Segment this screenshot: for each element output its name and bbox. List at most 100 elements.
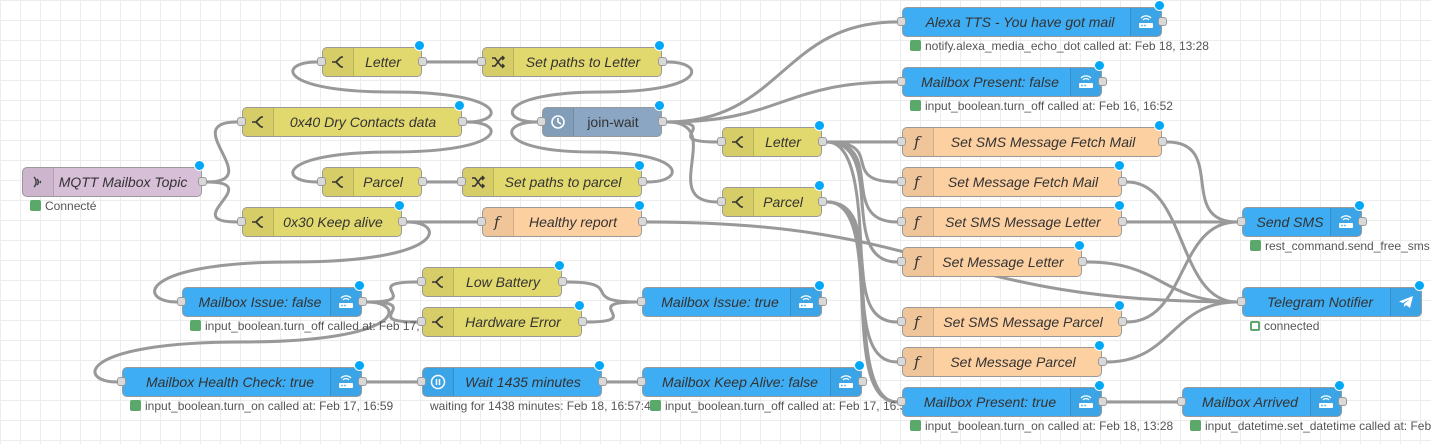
output-port[interactable] xyxy=(818,197,827,206)
output-port[interactable] xyxy=(1098,77,1107,86)
wire-fnMsgParcel-telegram[interactable] xyxy=(1106,300,1238,364)
node-telegram[interactable]: Telegram Notifier xyxy=(1237,280,1425,317)
input-port[interactable] xyxy=(317,177,326,186)
output-port[interactable] xyxy=(1078,257,1087,266)
input-port[interactable] xyxy=(897,257,906,266)
node-wait[interactable]: Wait 1435 minutes xyxy=(417,360,607,397)
input-port[interactable] xyxy=(1177,397,1186,406)
output-port[interactable] xyxy=(1098,357,1107,366)
input-port[interactable] xyxy=(717,137,726,146)
wire-issueFalse-lowBat[interactable] xyxy=(366,280,418,304)
output-port[interactable] xyxy=(638,217,647,226)
output-port[interactable] xyxy=(1098,397,1107,406)
wire-hwErr-issueTrue[interactable] xyxy=(586,300,638,324)
wire-fnMsgLetter-telegram[interactable] xyxy=(1086,260,1238,304)
input-port[interactable] xyxy=(177,297,186,306)
wire-issueFalse-hwErr[interactable] xyxy=(366,300,418,324)
output-port[interactable] xyxy=(198,177,207,186)
wire-join-alexa[interactable] xyxy=(666,20,898,124)
output-port[interactable] xyxy=(818,297,827,306)
wire-sw30-issueFalse[interactable] xyxy=(153,220,431,304)
node-keepAlive[interactable]: Mailbox Keep Alive: false xyxy=(637,360,867,397)
node-letter1[interactable]: Letter xyxy=(317,40,427,77)
node-healthCheck[interactable]: Mailbox Health Check: true xyxy=(117,360,367,397)
input-port[interactable] xyxy=(457,177,466,186)
output-port[interactable] xyxy=(418,57,427,66)
wire-mqtt-sw40[interactable] xyxy=(206,120,238,184)
node-arrived[interactable]: Mailbox Arrived xyxy=(1177,380,1347,417)
output-port[interactable] xyxy=(858,377,867,386)
node-presentTrue[interactable]: Mailbox Present: true xyxy=(897,380,1107,417)
output-port[interactable] xyxy=(1118,217,1127,226)
output-port[interactable] xyxy=(1158,137,1167,146)
input-port[interactable] xyxy=(897,357,906,366)
output-port[interactable] xyxy=(1358,217,1367,226)
output-port[interactable] xyxy=(558,277,567,286)
node-issueFalse[interactable]: Mailbox Issue: false xyxy=(177,280,367,317)
input-port[interactable] xyxy=(237,217,246,226)
input-port[interactable] xyxy=(897,217,906,226)
input-port[interactable] xyxy=(637,297,646,306)
wire-join-presentFalse[interactable] xyxy=(666,80,898,124)
node-lowBat[interactable]: Low Battery xyxy=(417,260,567,297)
wire-letter2-fnMsgLetter[interactable] xyxy=(826,140,898,264)
input-port[interactable] xyxy=(897,177,906,186)
wire-setLetter-join[interactable] xyxy=(510,60,694,124)
node-sw40[interactable]: 0x40 Dry Contacts data xyxy=(237,100,467,137)
wire-sw40-parcel1[interactable] xyxy=(291,120,493,184)
wire-join-parcel2[interactable] xyxy=(666,120,718,204)
output-port[interactable] xyxy=(358,297,367,306)
node-hwErr[interactable]: Hardware Error xyxy=(417,300,587,337)
wire-lowBat-issueTrue[interactable] xyxy=(566,280,638,304)
node-join[interactable]: join-wait xyxy=(537,100,667,137)
wire-parcel2-presentTrue[interactable] xyxy=(826,200,898,404)
output-port[interactable] xyxy=(418,177,427,186)
input-port[interactable] xyxy=(417,277,426,286)
node-sendSms[interactable]: Send SMS xyxy=(1237,200,1367,237)
wire-sw40-letter1[interactable] xyxy=(291,60,493,124)
node-letter2[interactable]: Letter xyxy=(717,120,827,157)
output-port[interactable] xyxy=(658,57,667,66)
input-port[interactable] xyxy=(237,117,246,126)
input-port[interactable] xyxy=(477,57,486,66)
output-port[interactable] xyxy=(1118,177,1127,186)
output-port[interactable] xyxy=(638,177,647,186)
node-alexa[interactable]: Alexa TTS - You have got mail xyxy=(897,0,1167,37)
output-port[interactable] xyxy=(1158,17,1167,26)
wire-setParcel-join[interactable] xyxy=(510,120,674,184)
output-port[interactable] xyxy=(818,137,827,146)
node-mqtt[interactable]: MQTT Mailbox Topic xyxy=(22,160,207,197)
node-sw30[interactable]: 0x30 Keep alive xyxy=(237,200,407,237)
input-port[interactable] xyxy=(1237,297,1246,306)
output-port[interactable] xyxy=(578,317,587,326)
node-setParcel[interactable]: Set paths to parcel xyxy=(457,160,647,197)
output-port[interactable] xyxy=(658,117,667,126)
wire-fnSmsParcel-sendSms[interactable] xyxy=(1126,220,1238,324)
output-port[interactable] xyxy=(358,377,367,386)
output-port[interactable] xyxy=(1118,317,1127,326)
input-port[interactable] xyxy=(537,117,546,126)
node-parcel2[interactable]: Parcel xyxy=(717,180,827,217)
input-port[interactable] xyxy=(1237,217,1246,226)
wire-fnMsgFetch-telegram[interactable] xyxy=(1126,180,1238,304)
input-port[interactable] xyxy=(717,197,726,206)
input-port[interactable] xyxy=(897,77,906,86)
node-setLetter[interactable]: Set paths to Letter xyxy=(477,40,667,77)
node-issueTrue[interactable]: Mailbox Issue: true xyxy=(637,280,827,317)
input-port[interactable] xyxy=(897,397,906,406)
output-port[interactable] xyxy=(598,377,607,386)
input-port[interactable] xyxy=(477,217,486,226)
input-port[interactable] xyxy=(317,57,326,66)
input-port[interactable] xyxy=(897,137,906,146)
input-port[interactable] xyxy=(417,317,426,326)
input-port[interactable] xyxy=(637,377,646,386)
output-port[interactable] xyxy=(398,217,407,226)
input-port[interactable] xyxy=(897,17,906,26)
